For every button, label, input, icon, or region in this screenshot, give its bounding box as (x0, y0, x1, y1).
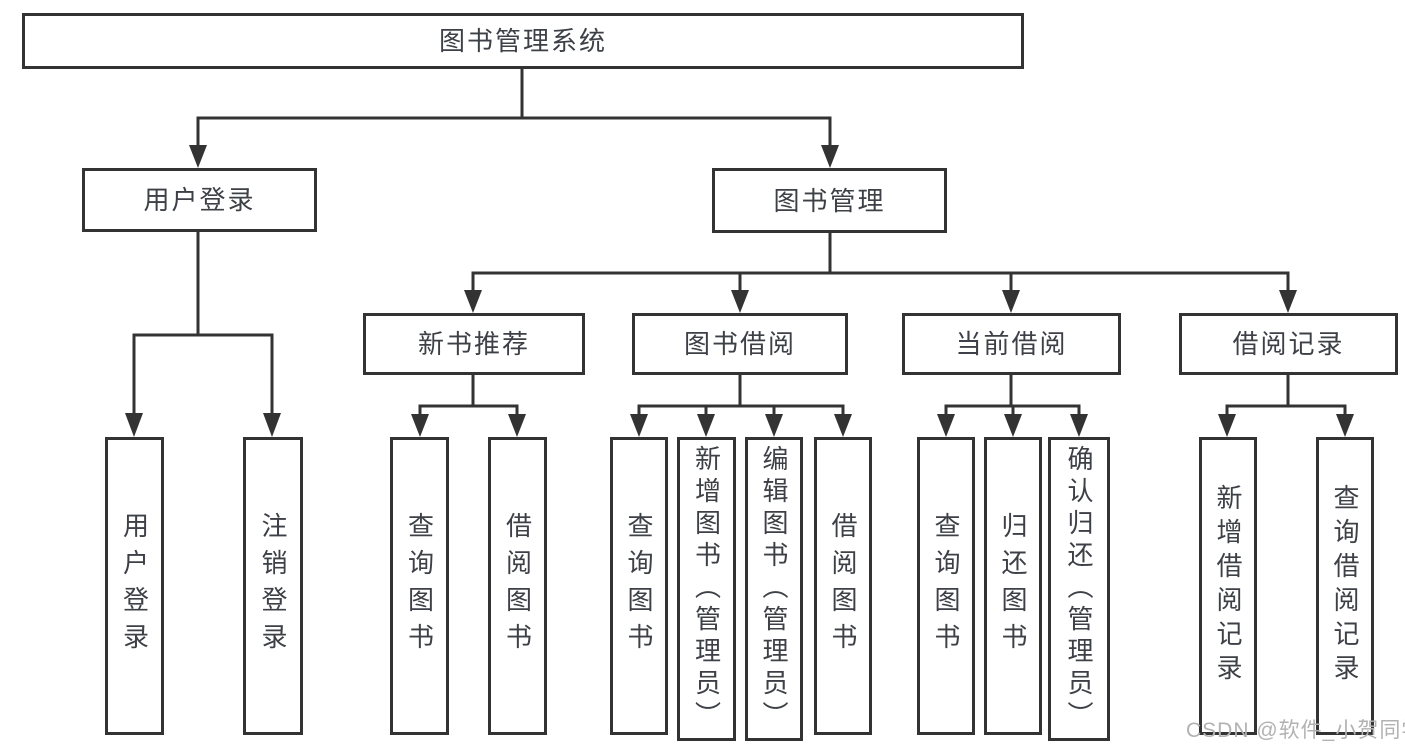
node-borrowing-records: 借阅记录 (1179, 313, 1398, 375)
arrowhead (1002, 290, 1020, 313)
arrowhead (697, 414, 715, 437)
node-label: 图书管理系统 (438, 26, 607, 56)
node-user-login: 用户登录 (82, 168, 317, 232)
node-label: 查询图书 (931, 512, 961, 660)
node-label: 确认归还（管理员） (1064, 445, 1094, 733)
node-label: 借阅图书 (828, 512, 858, 660)
node-book-management: 图书管理 (712, 168, 947, 233)
arrowhead (1218, 414, 1236, 437)
node-leaf-current-confirm-return: 确认归还（管理员） (1048, 437, 1110, 741)
node-label: 图书管理 (773, 185, 886, 216)
arrowhead (1070, 414, 1088, 437)
node-label: 注销登录 (258, 512, 288, 660)
node-leaf-borrowing-borrow-books: 借阅图书 (814, 437, 872, 735)
node-label: 查询图书 (624, 512, 654, 660)
node-label: 查询借阅记录 (1330, 484, 1360, 688)
arrowhead (508, 414, 526, 437)
node-label: 归还图书 (998, 512, 1028, 660)
node-label: 图书借阅 (683, 329, 796, 359)
arrowhead (411, 414, 429, 437)
node-leaf-borrowing-query-books: 查询图书 (610, 437, 668, 735)
arrowhead (1336, 414, 1354, 437)
arrowhead (189, 145, 207, 168)
node-leaf-records-query: 查询借阅记录 (1316, 437, 1374, 735)
arrowhead (630, 414, 648, 437)
node-label: 借阅记录 (1232, 329, 1345, 359)
node-book-borrowing: 图书借阅 (632, 313, 848, 375)
csdn-watermark: CSDN @软件_小贺同学 (1186, 719, 1405, 742)
node-label: 当前借阅 (955, 329, 1068, 359)
arrowhead (765, 414, 783, 437)
arrowhead (1004, 414, 1022, 437)
node-leaf-records-add: 新增借阅记录 (1199, 437, 1257, 735)
node-label: 借阅图书 (502, 512, 533, 660)
arrowhead (1279, 290, 1297, 313)
node-label: 用户登录 (143, 185, 256, 215)
arrowhead (937, 414, 955, 437)
node-label: 新增图书（管理员） (691, 445, 722, 733)
node-leaf-recommend-query-books: 查询图书 (390, 437, 449, 735)
node-label: 新增借阅记录 (1213, 484, 1243, 688)
node-library-system: 图书管理系统 (22, 13, 1024, 69)
node-label: 查询图书 (404, 512, 435, 660)
node-leaf-borrowing-edit-books: 编辑图书（管理员） (745, 437, 803, 741)
arrowhead (821, 145, 839, 168)
node-leaf-user-login: 用户登录 (105, 437, 164, 735)
node-label: 新书推荐 (417, 329, 530, 359)
node-leaf-current-query-books: 查询图书 (917, 437, 975, 735)
arrowhead (731, 290, 749, 313)
node-label: 编辑图书（管理员） (759, 445, 789, 733)
node-new-book-recommend: 新书推荐 (363, 313, 585, 375)
node-leaf-borrowing-add-books: 新增图书（管理员） (677, 437, 736, 741)
arrowhead (263, 413, 281, 437)
node-label: 用户登录 (119, 512, 150, 660)
arrowhead (834, 414, 852, 437)
arrowhead (125, 413, 143, 437)
node-leaf-current-return-books: 归还图书 (984, 437, 1042, 735)
node-current-borrowing: 当前借阅 (902, 313, 1121, 375)
arrowheads (125, 145, 1354, 437)
node-leaf-logout: 注销登录 (243, 437, 303, 735)
arrowhead (464, 290, 482, 313)
node-leaf-recommend-borrow-books: 借阅图书 (488, 437, 547, 735)
